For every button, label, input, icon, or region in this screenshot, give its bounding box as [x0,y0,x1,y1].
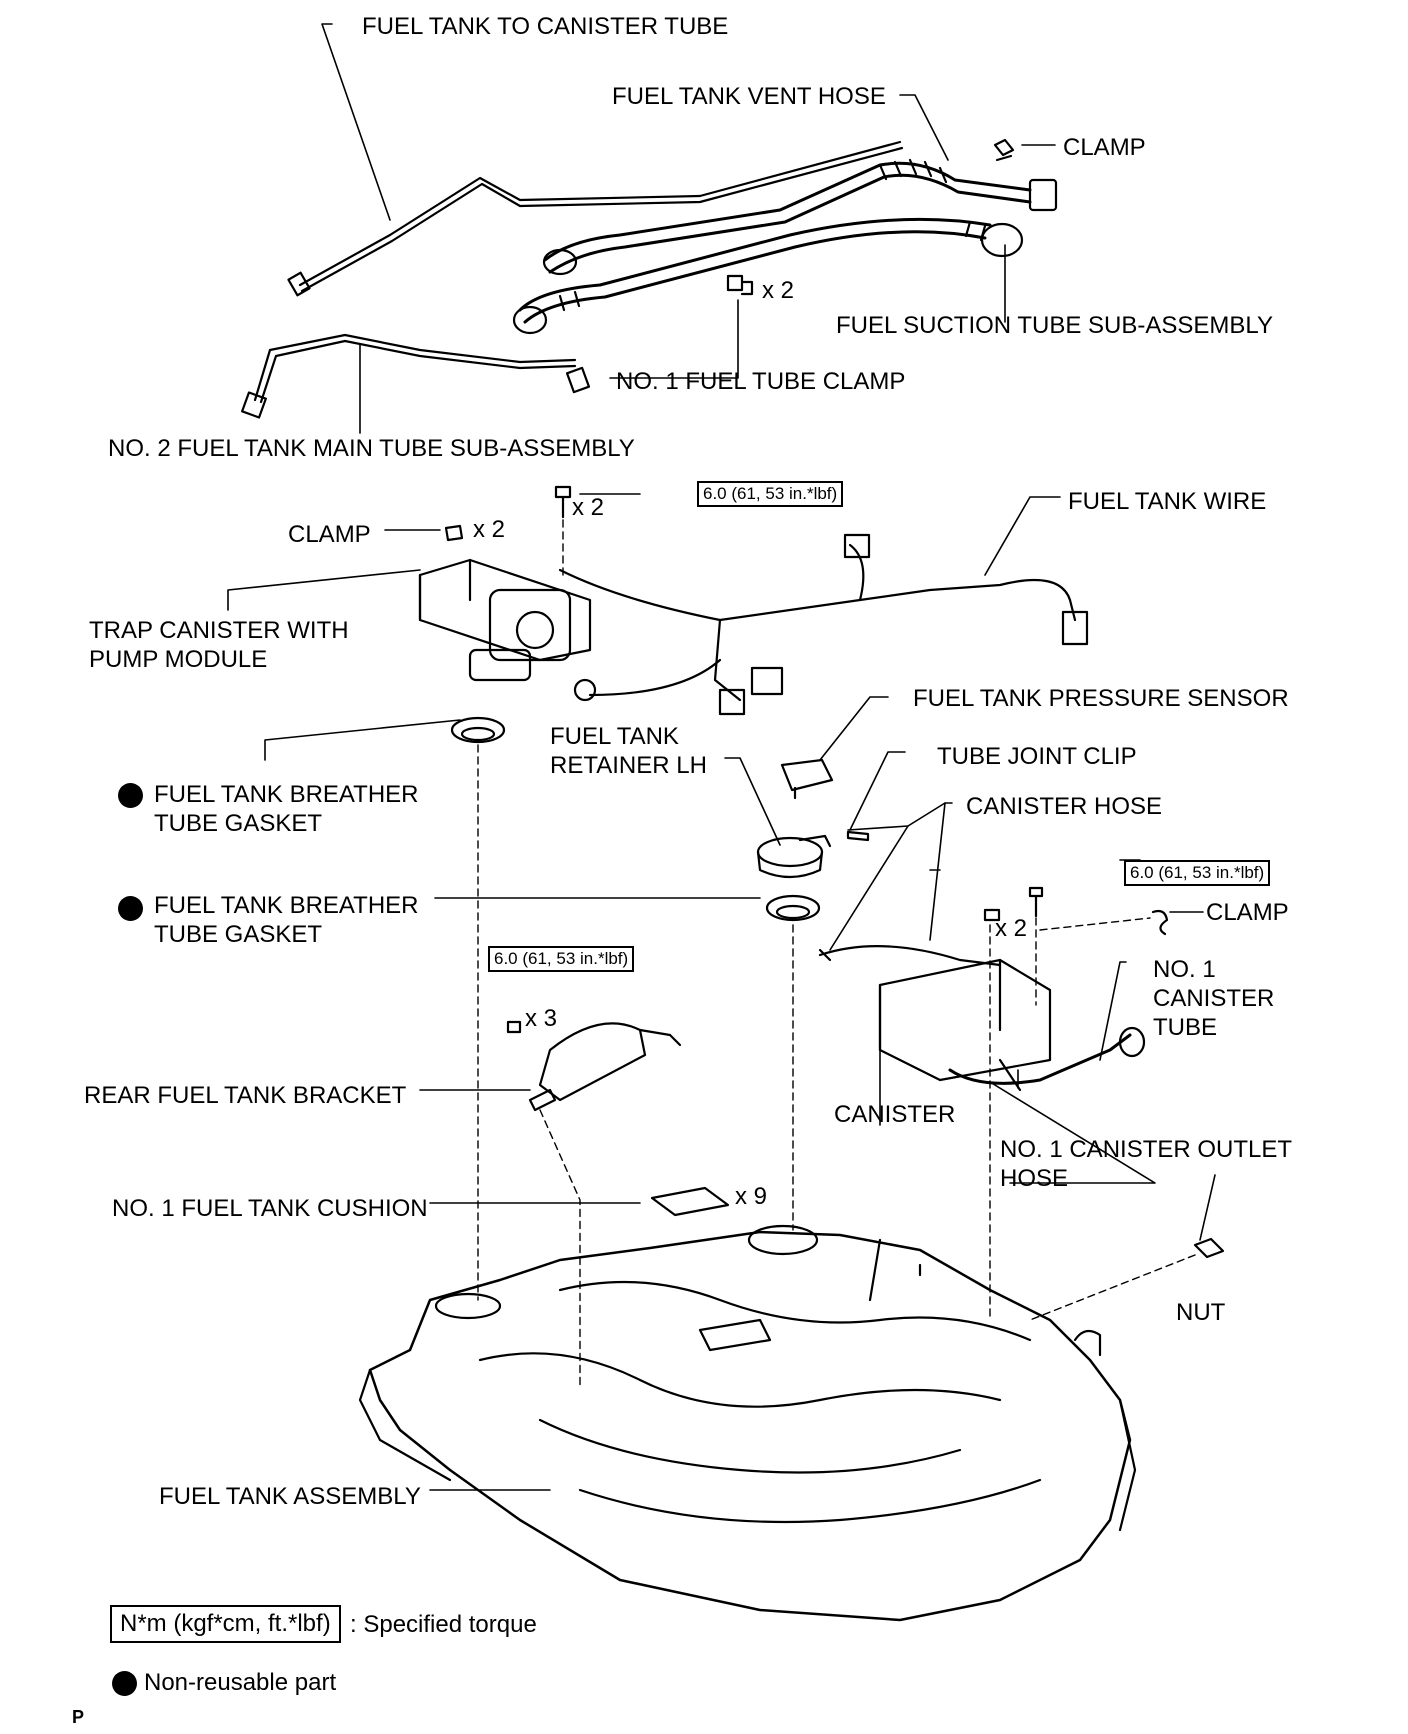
label-tube-joint-clip: TUBE JOINT CLIP [937,743,1137,770]
torque-box-top: 6.0 (61, 53 in.*lbf) [697,481,844,507]
label-no1-fuel-tube-clamp: NO. 1 FUEL TUBE CLAMP [616,368,906,395]
fuel-suction-tube [512,217,1024,335]
label-trap-canister-2: PUMP MODULE [89,646,268,673]
label-nut: NUT [1176,1299,1226,1326]
legend-nonreusable-text: Non-reusable part [144,1669,337,1696]
fuel-tank-cushion [650,1186,730,1217]
corner-mark: P [72,1707,85,1727]
no2-fuel-tank-main-tube [241,333,591,419]
label-cushion: NO. 1 FUEL TANK CUSHION [112,1195,428,1222]
label-fuel-tank-assembly: FUEL TANK ASSEMBLY [159,1483,421,1510]
label-retainer-1: FUEL TANK [550,723,679,750]
canister [818,945,1146,1092]
label-gasket1-2: TUBE GASKET [154,810,323,837]
label-gasket2-2: TUBE GASKET [154,921,323,948]
label-outlet-hose-2: HOSE [1000,1165,1069,1192]
fuel-tank-assembly [358,1224,1137,1622]
legend-nonreusable-icon [112,1671,137,1696]
fuel-tank-wire-harness [558,533,1089,716]
torque-box-bracket: 6.0 (61, 53 in.*lbf) [488,946,635,972]
label-trap-canister-1: TRAP CANISTER WITH [89,617,349,644]
clamp-mid-icon [444,524,464,542]
bracket-bolt-icon [506,1020,522,1034]
torque-box-right: 6.0 (61, 53 in.*lbf) [1124,860,1271,886]
qty-tube-clamp: x 2 [762,277,795,304]
label-canister: CANISTER [834,1101,956,1128]
legend-torque-text: : Specified torque [350,1611,537,1638]
label-fuel-tank-vent-hose: FUEL TANK VENT HOSE [612,83,886,110]
fuel-tank-to-canister-tube [287,140,904,297]
legend-torque-box: N*m (kgf*cm, ft.*lbf) [110,1605,341,1643]
label-no1-canister-tube-2: CANISTER [1153,985,1275,1012]
label-canister-hose: CANISTER HOSE [966,793,1163,820]
tube-joint-clip-icon [846,830,870,842]
fuel-tank-vent-hose [542,158,1058,276]
qty-clamp-mid: x 2 [473,516,506,543]
label-no1-canister-tube-1: NO. 1 [1153,956,1216,983]
trap-canister-pump-module [418,558,597,702]
leader-lines [227,23,1216,1491]
label-clamp-mid: CLAMP [288,521,371,548]
label-gasket2-1: FUEL TANK BREATHER [154,892,419,919]
label-retainer-2: RETAINER LH [550,752,707,779]
label-fuel-tank-wire: FUEL TANK WIRE [1068,488,1267,515]
label-no2-main-tube: NO. 2 FUEL TANK MAIN TUBE SUB-ASSEMBLY [108,435,635,462]
nonreusable-marker-icon [118,783,143,808]
fuel-tank-retainer-lh [756,834,832,879]
label-no1-canister-tube-3: TUBE [1153,1014,1218,1041]
label-clamp-top: CLAMP [1063,134,1146,161]
qty-bracket-bolts: x 3 [525,1005,558,1032]
label-gasket1-1: FUEL TANK BREATHER [154,781,419,808]
no1-fuel-tube-clamp-icon [726,274,754,296]
breather-gasket-2 [765,894,821,922]
nut-icon [1193,1237,1225,1259]
qty-canister-bolts: x 2 [995,915,1028,942]
label-clamp-right: CLAMP [1206,899,1289,926]
label-fuel-suction-tube: FUEL SUCTION TUBE SUB-ASSEMBLY [836,312,1273,339]
qty-bolt-top: x 2 [572,494,605,521]
clamp-top-icon [993,138,1015,162]
label-rear-bracket: REAR FUEL TANK BRACKET [84,1082,407,1109]
label-pressure-sensor: FUEL TANK PRESSURE SENSOR [913,685,1289,712]
clamp-right-icon [1151,909,1169,936]
bolt-top-icon [554,485,572,519]
label-fuel-tank-to-canister-tube: FUEL TANK TO CANISTER TUBE [362,13,729,40]
nonreusable-marker-icon [118,896,143,921]
rear-fuel-tank-bracket [528,1022,682,1112]
canister-bolt-icon [983,886,1044,922]
breather-gasket-1 [450,716,506,744]
label-outlet-hose-1: NO. 1 CANISTER OUTLET [1000,1136,1293,1163]
qty-cushion: x 9 [735,1183,768,1210]
fuel-tank-pressure-sensor [780,758,834,800]
alignment-dashes [477,519,1196,1386]
